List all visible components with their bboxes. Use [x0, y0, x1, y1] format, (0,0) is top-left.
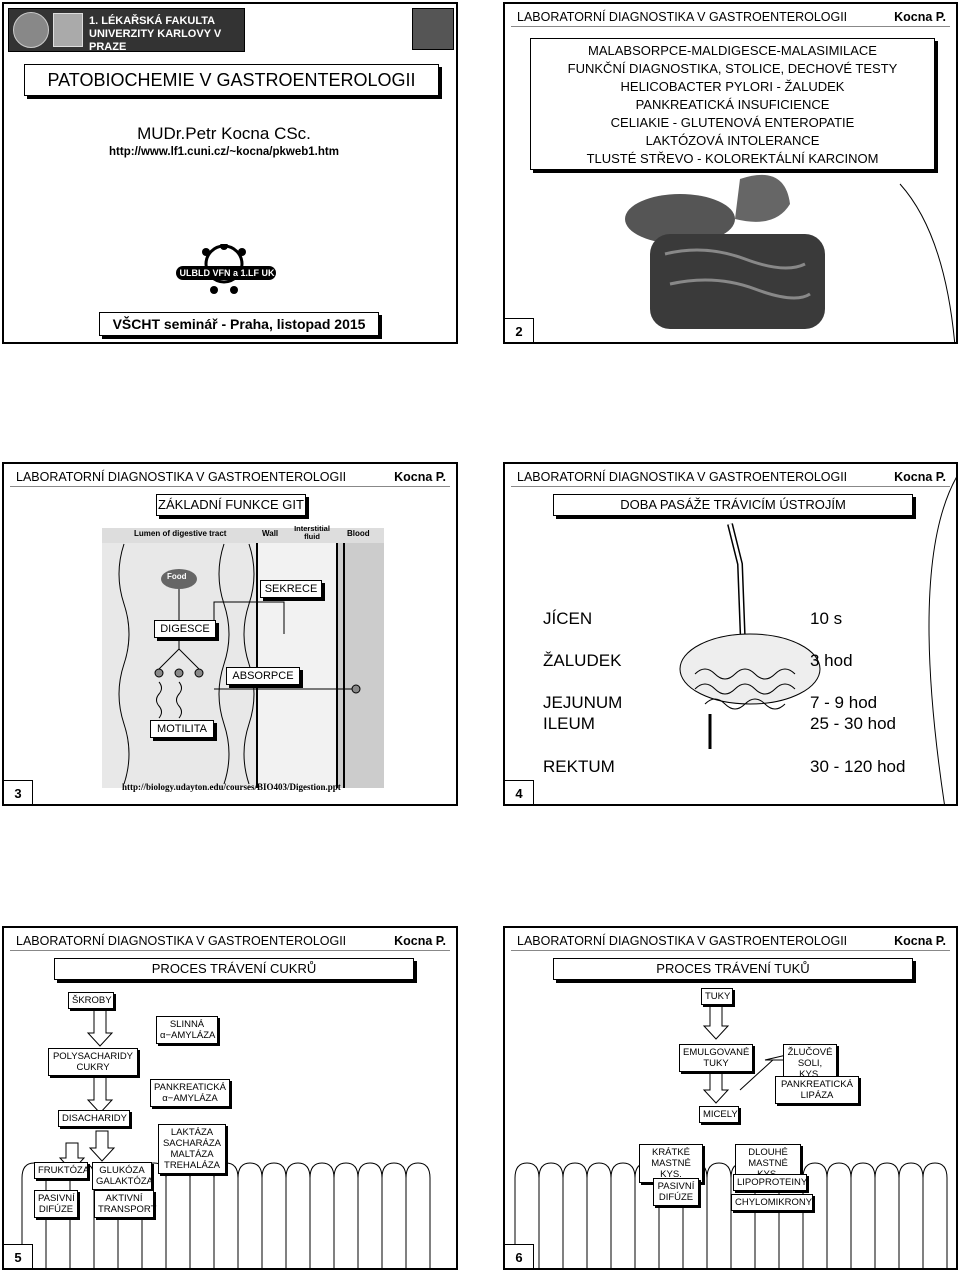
organ-rektum: REKTUM	[543, 757, 615, 776]
glukoza-label: GLUKÓZA GALAKTÓZA	[92, 1162, 153, 1190]
author-header: Kocna P.	[394, 470, 446, 484]
slide-2: LABORATORNÍ DIAGNOSTIKA V GASTROENTEROLO…	[503, 2, 958, 344]
git-function-diagram	[102, 528, 384, 788]
organ-zaludek: ŽALUDEK	[543, 651, 622, 670]
header-divider	[511, 950, 950, 951]
header-divider	[10, 486, 450, 487]
course-header: LABORATORNÍ DIAGNOSTIKA V GASTROENTEROLO…	[517, 10, 848, 24]
emulgovane-tuky-label: EMULGOVANÉ TUKY	[679, 1044, 753, 1072]
slide-5: LABORATORNÍ DIAGNOSTIKA V GASTROENTEROLO…	[2, 926, 458, 1270]
organ-jejunum: JEJUNUM	[543, 693, 623, 712]
organ-ileum: ILEUM	[543, 714, 595, 733]
slide-1: 1. LÉKAŘSKÁ FAKULTA UNIVERZITY KARLOVY V…	[2, 2, 458, 344]
time-jicen: 10 s	[810, 609, 843, 628]
topic-item: MALABSORPCE-MALDIGESCE-MALASIMILACE	[588, 43, 877, 58]
header-divider	[511, 26, 950, 27]
lab-logo: ULBLD VFN a 1.LF UK	[174, 244, 279, 299]
motilita-label: MOTILITA	[150, 720, 214, 738]
slide6-title: PROCES TRÁVENÍ TUKŮ	[553, 958, 913, 980]
course-header: LABORATORNÍ DIAGNOSTIKA V GASTROENTEROLO…	[16, 934, 347, 948]
faculty-logo-banner: 1. LÉKAŘSKÁ FAKULTA UNIVERZITY KARLOVY V…	[8, 8, 245, 53]
slide-number: 2	[505, 318, 534, 342]
slide-6: LABORATORNÍ DIAGNOSTIKA V GASTROENTEROLO…	[503, 926, 958, 1270]
col-lumen: Lumen of digestive tract	[134, 529, 227, 538]
organ-jicen: JÍCEN	[543, 609, 593, 628]
course-header: LABORATORNÍ DIAGNOSTIKA V GASTROENTEROLO…	[517, 934, 848, 948]
lipoproteiny-label: LIPOPROTEINY	[733, 1174, 807, 1191]
col-blood: Blood	[347, 529, 370, 538]
lab-molecule-icon	[176, 244, 276, 294]
course-header: LABORATORNÍ DIAGNOSTIKA V GASTROENTEROLO…	[517, 470, 848, 484]
skroby-label: ŠKROBY	[68, 992, 114, 1009]
slide-4: LABORATORNÍ DIAGNOSTIKA V GASTROENTEROLO…	[503, 462, 958, 806]
kratke-mastne-kys-label: KRÁTKÉ MASTNÉ KYS.	[639, 1144, 703, 1183]
disacharidy-label: DISACHARIDY	[58, 1110, 130, 1127]
faculty-name: 1. LÉKAŘSKÁ FAKULTA UNIVERZITY KARLOVY V…	[89, 15, 222, 53]
author-header: Kocna P.	[394, 934, 446, 948]
author-header: Kocna P.	[894, 470, 946, 484]
topic-item: CELIAKIE - GLUTENOVÁ ENTEROPATIE	[610, 115, 855, 130]
aktivni-transport-label: AKTIVNÍ TRANSPORT	[94, 1190, 156, 1218]
faculty-emblem-icon	[412, 8, 454, 50]
slide-number: 5	[4, 1244, 33, 1268]
tuky-label: TUKY	[701, 988, 733, 1005]
time-zaludek: 3 hod	[810, 651, 853, 670]
sekrece-label: SEKRECE	[260, 580, 322, 598]
slide3-title: ZÁKLADNÍ FUNKCE GIT	[156, 494, 306, 516]
seminar-label: VŠCHT seminář - Praha, listopad 2015	[99, 312, 379, 336]
fruktoza-label: FRUKTÓZA	[34, 1162, 89, 1179]
digestive-tract-illustration	[679, 477, 956, 804]
digestive-organs-image	[625, 174, 825, 329]
polysacharidy-label: POLYSACHARIDY CUKRY	[48, 1048, 138, 1076]
author-header: Kocna P.	[894, 934, 946, 948]
lab-logo-text: ULBLD VFN a 1.LF UK	[179, 268, 275, 278]
time-ileum: 25 - 30 hod	[810, 714, 897, 733]
slide1-title: PATOBIOCHEMIE V GASTROENTEROLOGII	[24, 64, 439, 96]
header-divider	[511, 486, 950, 487]
faculty-crest-icon	[53, 13, 83, 47]
col-interstitial: Interstitial fluid	[294, 524, 330, 541]
digesce-label: DIGESCE	[154, 620, 216, 638]
topics-box: MALABSORPCE-MALDIGESCE-MALASIMILACE FUNK…	[530, 38, 935, 170]
slide1-url[interactable]: http://www.lf1.cuni.cz/~kocna/pkweb1.htm	[109, 146, 339, 158]
food-label: Food	[167, 572, 187, 581]
time-jejunum: 7 - 9 hod	[810, 693, 878, 712]
faculty-seal-icon	[13, 12, 49, 48]
enzymes-label: LAKTÁZA SACHARÁZA MALTÁZA TREHALÁZA	[158, 1124, 226, 1174]
slide1-author: MUDr.Petr Kocna CSc.	[137, 124, 311, 143]
slinna-amylaza-label: SLINNÁ α−AMYLÁZA	[156, 1016, 218, 1044]
topic-item: FUNKČNÍ DIAGNOSTIKA, STOLICE, DECHOVÉ TE…	[567, 61, 898, 76]
fat-digestion-diagram	[514, 1005, 948, 1268]
slide5-title: PROCES TRÁVENÍ CUKRŮ	[54, 958, 414, 980]
pasivni-difuze-label: PASIVNÍ DIFÚZE	[34, 1190, 78, 1218]
time-rektum: 30 - 120 hod	[810, 757, 906, 776]
sugar-digestion-diagram	[21, 1007, 431, 1268]
author-header: Kocna P.	[894, 10, 946, 24]
absorpce-label: ABSORPCE	[226, 667, 300, 685]
chylomikrony-label: CHYLOMIKRONY	[731, 1194, 813, 1211]
topic-item: HELICOBACTER PYLORI - ŽALUDEK	[620, 79, 845, 94]
decorative-curve	[899, 183, 956, 342]
topic-item: TLUSTÉ STŘEVO - KOLOREKTÁLNÍ KARCINOM	[586, 151, 879, 166]
pasivni-difuze-label: PASIVNÍ DIFÚZE	[653, 1178, 699, 1206]
slide-3: LABORATORNÍ DIAGNOSTIKA V GASTROENTEROLO…	[2, 462, 458, 806]
topic-item: PANKREATICKÁ INSUFICIENCE	[635, 97, 830, 112]
pankreaticka-lipaza-label: PANKREATICKÁ LIPÁZA	[775, 1076, 859, 1104]
slide-number: 4	[505, 780, 534, 804]
micely-label: MICELY	[699, 1106, 739, 1123]
source-url[interactable]: http://biology.udayton.edu/courses/BIO40…	[122, 782, 341, 792]
col-wall: Wall	[262, 529, 279, 538]
topic-item: LAKTÓZOVÁ INTOLERANCE	[645, 133, 820, 148]
pankreaticka-amylaza-label: PANKREATICKÁ α−AMYLÁZA	[150, 1079, 230, 1107]
header-divider	[10, 950, 450, 951]
slide-number: 6	[505, 1244, 534, 1268]
course-header: LABORATORNÍ DIAGNOSTIKA V GASTROENTEROLO…	[16, 470, 347, 484]
slide-number: 3	[4, 780, 33, 804]
slide4-title: DOBA PASÁŽE TRÁVICÍM ÚSTROJÍM	[553, 494, 913, 516]
